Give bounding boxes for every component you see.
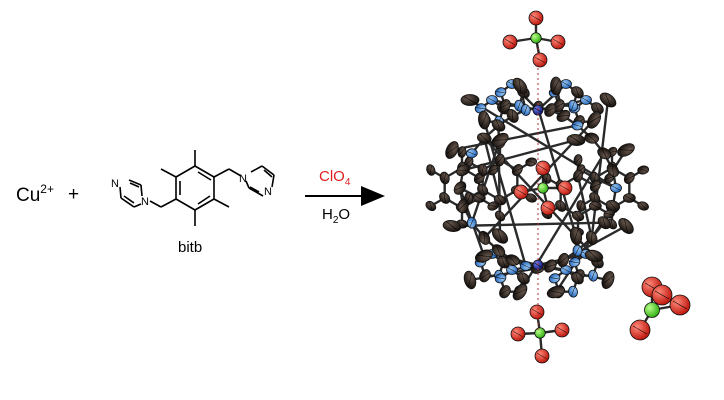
svg-text:N: N bbox=[141, 196, 149, 208]
ligand-name-label: bitb bbox=[178, 239, 202, 256]
svg-text:N: N bbox=[111, 178, 119, 190]
bitb-ligand-structure bbox=[119, 150, 275, 226]
crystal-structure-ortep bbox=[425, 10, 691, 364]
chlorine-atom bbox=[537, 182, 549, 194]
solvent-label: H2O bbox=[322, 206, 350, 226]
svg-text:N: N bbox=[239, 173, 247, 185]
plus-sign: + bbox=[68, 184, 79, 205]
svg-text:N: N bbox=[264, 186, 272, 198]
reagent-label: ClO4 bbox=[319, 168, 351, 188]
atom-ellipsoids bbox=[425, 10, 691, 364]
bond-network bbox=[429, 16, 682, 358]
copper-ion-label: Cu2+ bbox=[16, 182, 54, 206]
bitb-heteroatoms: N N N N bbox=[111, 173, 272, 208]
chlorine-atom bbox=[534, 327, 546, 339]
chlorine-atom bbox=[530, 32, 542, 44]
chlorine-atom bbox=[644, 302, 660, 318]
